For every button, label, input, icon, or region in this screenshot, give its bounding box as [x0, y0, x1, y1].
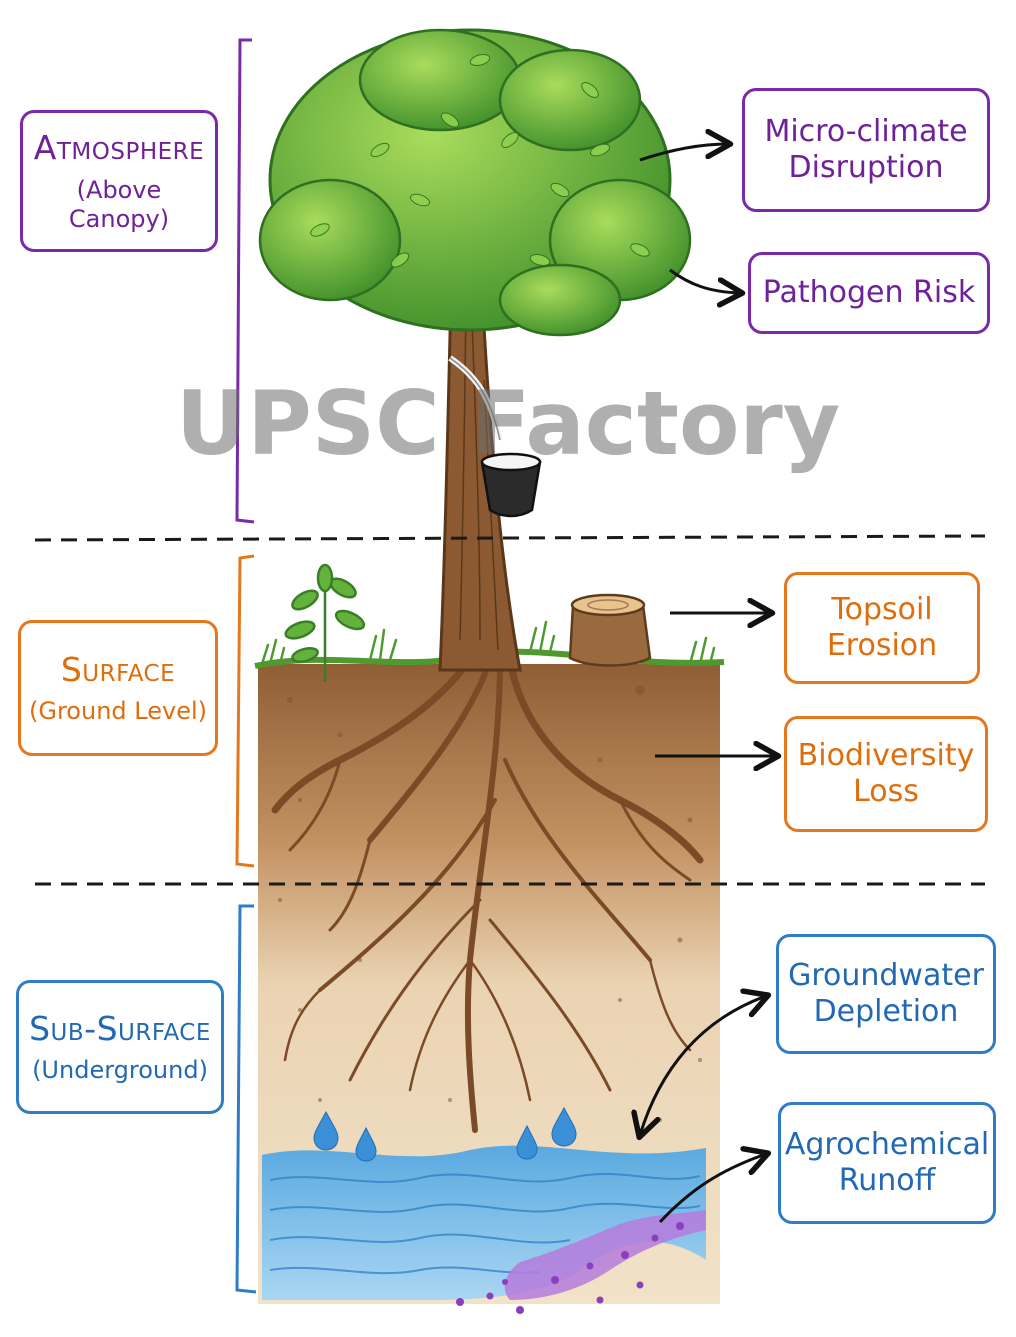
- separator-atmosphere-surface: [34, 534, 986, 542]
- zone-subsurface-subtitle: (Underground): [32, 1056, 208, 1085]
- zone-atmosphere-title: Atmosphere: [33, 128, 205, 168]
- bracket-subsurface: [235, 904, 257, 1294]
- impact-agrochemical-box: Agrochemical Runoff: [778, 1102, 996, 1224]
- bracket-atmosphere: [235, 38, 255, 524]
- arrow-pathogen: [669, 268, 740, 293]
- impact-groundwater-box: Groundwater Depletion: [776, 934, 996, 1054]
- water-waves: [269, 1173, 701, 1275]
- zone-subsurface-box: Sub-Surface (Underground): [16, 980, 224, 1114]
- impact-topsoil-line1: Topsoil: [831, 592, 933, 627]
- impact-agrochemical-line2: Runoff: [838, 1163, 936, 1198]
- arrow-agrochemical: [658, 1154, 766, 1224]
- impact-pathogen-box: Pathogen Risk: [748, 252, 990, 334]
- impact-topsoil-line2: Erosion: [826, 628, 938, 663]
- impact-groundwater-line1: Groundwater: [788, 958, 984, 993]
- seedling: [284, 563, 366, 682]
- bracket-surface: [235, 554, 255, 868]
- soil-speckles: [278, 685, 702, 1122]
- impact-biodiversity-box: Biodiversity Loss: [784, 716, 988, 832]
- zone-atmosphere-subtitle: (Above Canopy): [68, 176, 170, 233]
- impact-microclimate-box: Micro-climate Disruption: [742, 88, 990, 212]
- impact-agrochemical-line1: Agrochemical: [784, 1127, 990, 1162]
- impact-biodiversity-line2: Loss: [853, 774, 919, 809]
- impact-groundwater-line2: Depletion: [813, 994, 959, 1029]
- groundwater-layer: [262, 1145, 706, 1300]
- impact-topsoil-box: Topsoil Erosion: [784, 572, 980, 684]
- zone-surface-subtitle: (Ground Level): [29, 697, 207, 726]
- water-droplets: [313, 1106, 577, 1162]
- impact-microclimate-line1: Micro-climate: [764, 114, 968, 149]
- arrow-groundwater: [640, 996, 766, 1135]
- arrow-microclimate: [639, 144, 728, 162]
- grass-tufts: [260, 620, 716, 666]
- zone-surface-box: Surface (Ground Level): [18, 620, 218, 756]
- tree-stump: [568, 593, 652, 667]
- zone-subsurface-title: Sub-Surface: [29, 1008, 211, 1048]
- chemical-particles: [456, 1222, 684, 1314]
- tree-canopy: [258, 28, 692, 337]
- latex-tap-cup: [448, 355, 542, 518]
- impact-microclimate-line2: Disruption: [788, 150, 944, 185]
- zone-surface-title: Surface: [60, 649, 176, 689]
- zone-atmosphere-box: Atmosphere (Above Canopy): [20, 110, 218, 252]
- impact-biodiversity-line1: Biodiversity: [797, 738, 975, 773]
- impact-pathogen-line1: Pathogen Risk: [762, 275, 976, 310]
- canopy-leaf-texture: [310, 54, 650, 268]
- tree-roots: [271, 656, 704, 1133]
